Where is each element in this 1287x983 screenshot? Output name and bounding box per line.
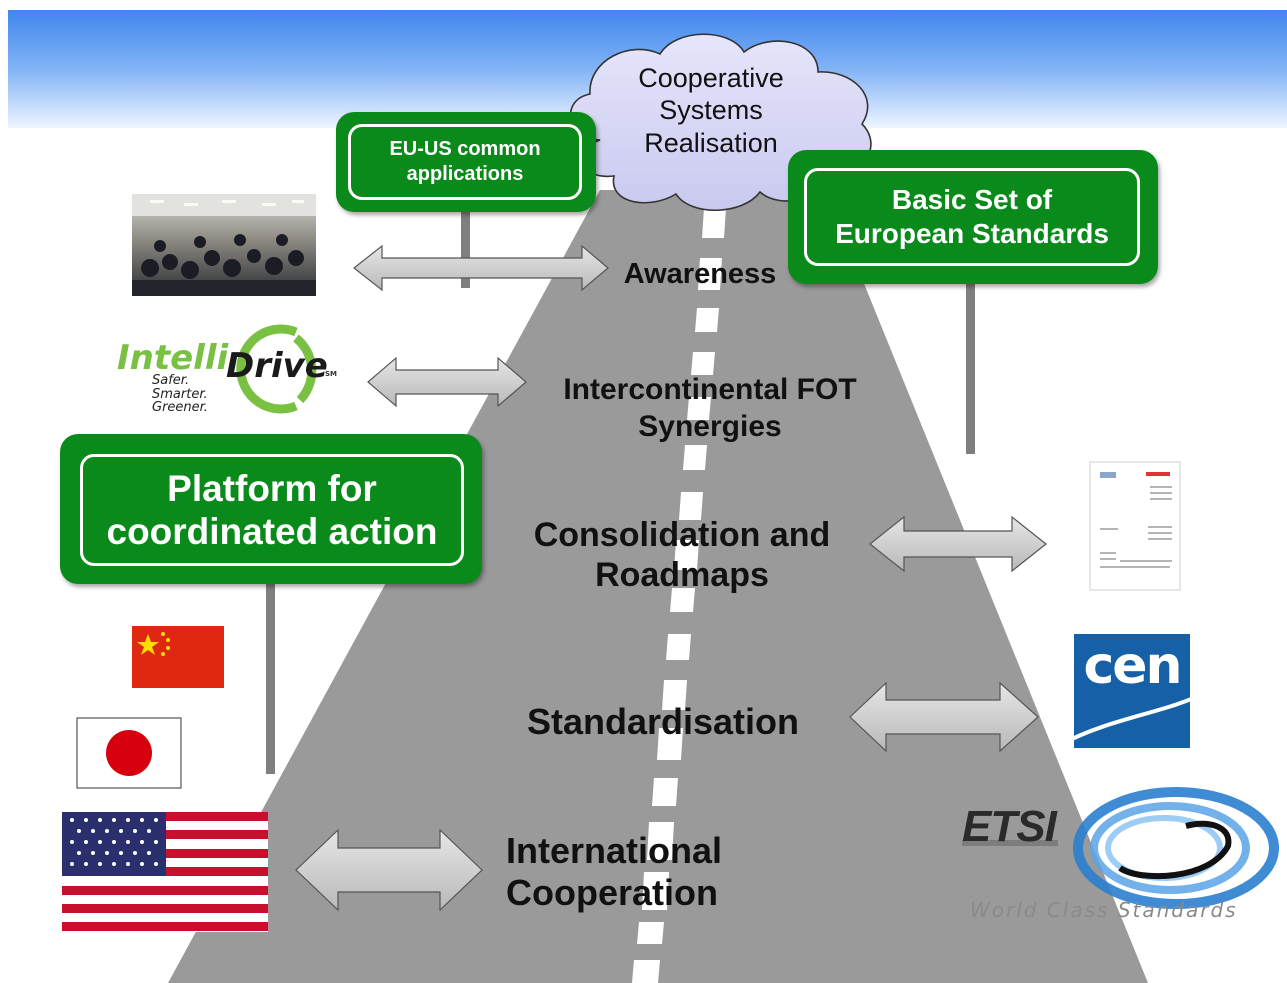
us-flag: [62, 812, 268, 932]
platform-sign: Platform for coordinated action: [60, 434, 482, 584]
arrow-awareness: [353, 244, 609, 292]
arrow-international: [295, 828, 483, 912]
etsi-logo-text: ETSI: [962, 802, 1057, 851]
etsi-tagline: World Class Standards: [970, 898, 1238, 922]
intellidrive-logo: [107, 315, 341, 417]
cen-logo-text: cen: [1083, 636, 1182, 696]
intellidrive-drive-text: Drive: [226, 346, 328, 386]
eu-us-sign: EU-US common applications: [336, 112, 596, 212]
china-flag: [132, 626, 224, 688]
etsi-logo: [962, 787, 1279, 909]
cloud-label: Cooperative Systems Realisation: [638, 63, 784, 158]
label-consolidation: Consolidation and Roadmaps: [533, 516, 831, 594]
arrow-consolidation: [869, 515, 1047, 573]
platform-sign-pole: [266, 582, 275, 774]
road-centre-line: [632, 208, 726, 983]
standards-document-thumbnail: [1089, 461, 1181, 591]
basic-set-sign-label: Basic Set of European Standards: [804, 168, 1140, 266]
basic-set-sign: Basic Set of European Standards: [788, 150, 1158, 284]
intellidrive-intelli-text: Intelli: [117, 338, 229, 378]
japan-flag: [76, 717, 182, 789]
label-fot: Intercontinental FOT Synergies: [563, 373, 857, 443]
road: [168, 190, 1148, 983]
basic-set-sign-pole: [966, 282, 975, 454]
platform-sign-label: Platform for coordinated action: [80, 454, 464, 566]
eu-us-sign-pole: [461, 206, 470, 288]
conference-photo: [132, 194, 316, 296]
cen-logo: [1061, 634, 1207, 748]
arrow-fot: [367, 356, 527, 408]
label-international: International Cooperation: [506, 830, 723, 914]
eu-us-sign-label: EU-US common applications: [348, 124, 582, 200]
intellidrive-sm-text: SM: [325, 370, 338, 378]
label-awareness: Awareness: [623, 258, 777, 290]
label-standardisation: Standardisation: [526, 701, 800, 742]
arrow-standardisation: [849, 681, 1039, 753]
intellidrive-tagline: Safer. Smarter. Greener.: [152, 373, 208, 416]
